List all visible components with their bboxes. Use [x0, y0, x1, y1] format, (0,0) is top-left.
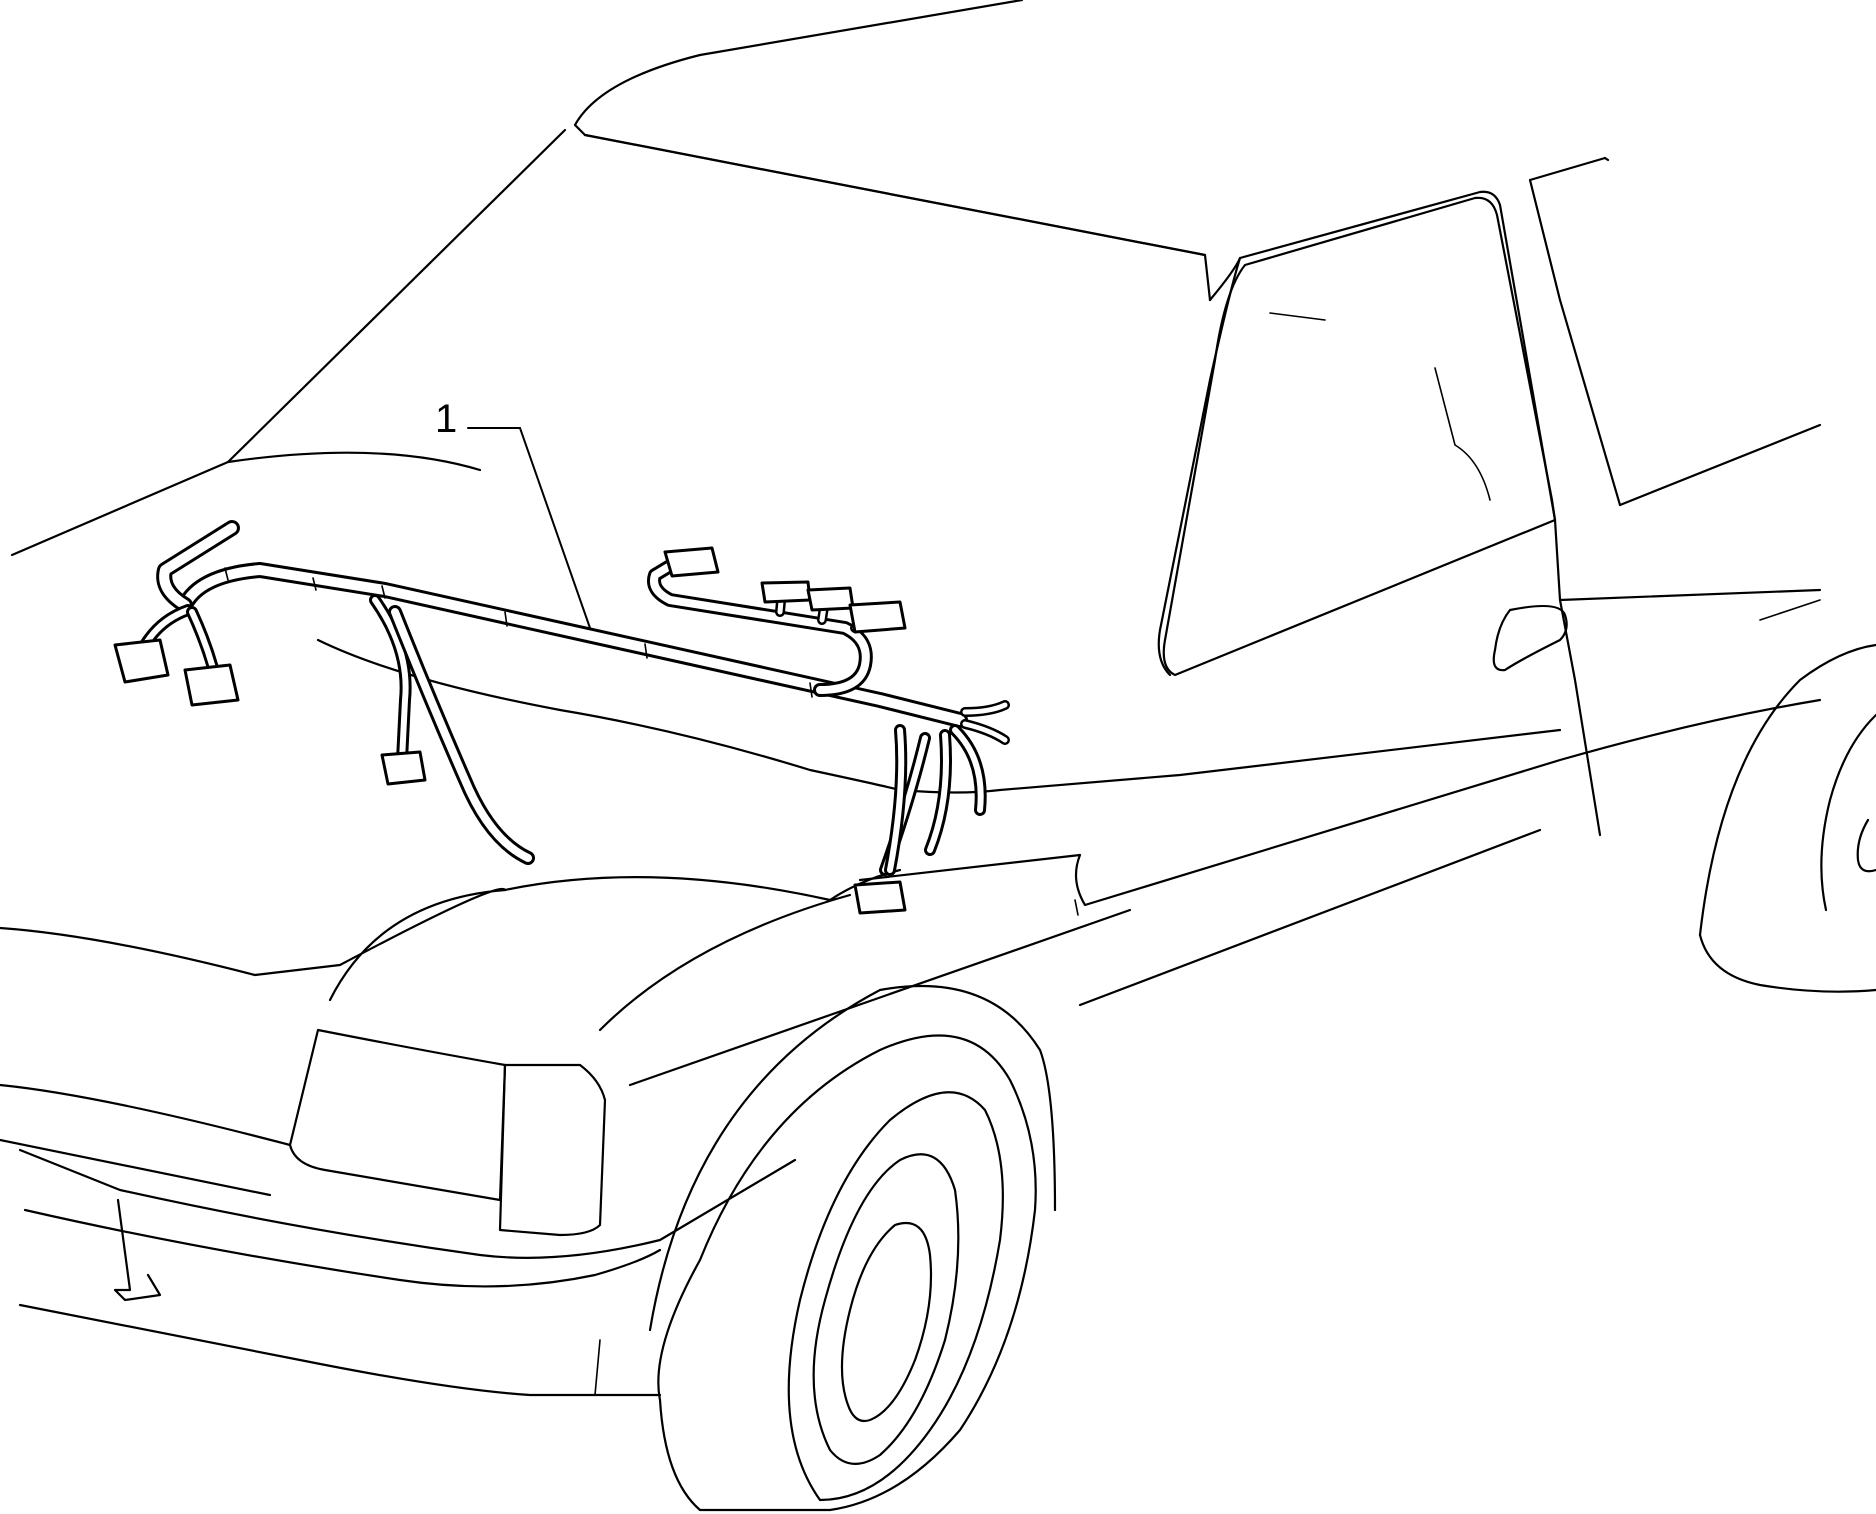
wiring-harness — [113, 520, 1010, 915]
front-side-window — [1162, 196, 1557, 677]
connector-mid-drop — [380, 750, 427, 786]
roof-outline — [573, 0, 1212, 302]
fender-mark — [1074, 899, 1079, 916]
callout-1: 1 — [435, 397, 591, 629]
window-inner-line-1 — [1269, 312, 1326, 321]
connector-upper-left — [663, 546, 720, 578]
connector-cluster-2 — [806, 586, 855, 612]
rear-window-edge — [1603, 156, 1822, 507]
connector-left-2 — [183, 663, 240, 707]
harness-right-fanout — [853, 700, 1010, 915]
connector-left-1 — [113, 638, 170, 684]
harness-main-trunk — [177, 562, 968, 728]
harness-branch-upper-left — [156, 520, 240, 613]
fender-lower — [628, 828, 1542, 1087]
hood-center-crease — [503, 868, 902, 1032]
connector-right-drop — [853, 880, 907, 915]
rear-tire — [1698, 933, 1876, 993]
front-face-top — [0, 1083, 292, 1197]
front-fender — [858, 698, 1822, 907]
headlight-housing — [288, 1028, 507, 1202]
harness-drop-long-lead — [388, 605, 535, 865]
roof-rear-edge — [1208, 190, 1557, 522]
connector-cluster-3 — [848, 600, 907, 634]
bumper-lower — [23, 1208, 662, 1288]
belt-line — [1553, 518, 1822, 837]
hood-front-edge — [10, 451, 482, 557]
rear-hub-center — [1856, 818, 1876, 873]
harness-drop-connector-mid — [369, 594, 427, 786]
harness-branch-left-connector-1 — [113, 604, 194, 684]
windshield — [226, 128, 1207, 464]
connector-cluster-1 — [760, 580, 812, 604]
front-hubcap — [812, 1153, 960, 1465]
hood-rear — [0, 887, 507, 1002]
valance — [18, 1303, 662, 1397]
front-wheel-arch — [648, 984, 1057, 1332]
front-tire-inner — [787, 1091, 1004, 1502]
harness-branch-upper-cluster — [647, 546, 907, 697]
front-hub-center — [840, 1222, 933, 1423]
rear-hubcap — [1820, 713, 1876, 912]
rear-wheel-arch — [1698, 643, 1876, 937]
window-inner-line-2 — [1434, 367, 1491, 501]
harness-branch-left-connector-2 — [183, 606, 240, 707]
bumper-divider — [594, 1339, 601, 1396]
bumper — [18, 1148, 797, 1259]
callout-1-leader — [467, 427, 591, 629]
callout-1-label: 1 — [435, 397, 457, 441]
door-handle — [1492, 604, 1568, 672]
body-crease — [1759, 599, 1821, 621]
tow-hook — [113, 1198, 162, 1302]
b-pillar — [1528, 156, 1622, 507]
corner-light — [498, 1063, 607, 1237]
front-tire-outer — [657, 1034, 1037, 1512]
